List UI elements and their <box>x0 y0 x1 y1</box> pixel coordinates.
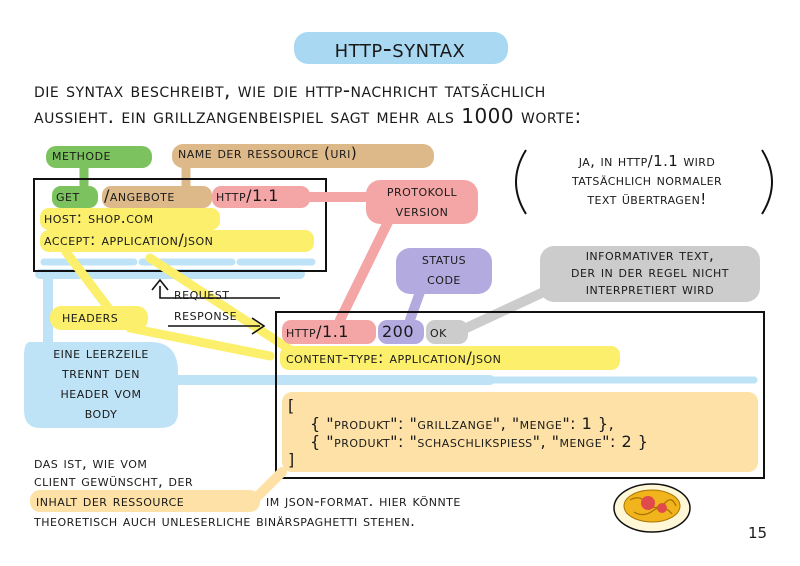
body-line: [ <box>288 396 295 415</box>
headers-connector <box>61 247 305 361</box>
label-status: Status <box>421 250 467 268</box>
resp-reason-highlight <box>426 320 468 344</box>
resp-version-highlight <box>282 320 376 344</box>
label-response: Response <box>174 306 238 324</box>
label-leerzeile-2: trennt den <box>62 364 140 382</box>
label-version: Version <box>395 202 449 220</box>
footer-highlight: Inhalt der Ressource <box>36 492 185 510</box>
page-number: 15 <box>748 524 768 542</box>
body-line: { "Produkt": "Schaschlikspieß", "Menge":… <box>310 432 649 451</box>
response-box <box>275 311 765 479</box>
intro-line-2: aussieht. Ein Grillzangenbeispiel sagt m… <box>34 104 582 128</box>
footer-line-4: theoretisch auch unleserliche Binärspagh… <box>34 512 416 530</box>
request-box <box>33 178 327 272</box>
request-arrow <box>159 286 280 299</box>
footer-line-1: Das ist, wie vom <box>34 454 148 472</box>
label-leerzeile-1: Eine Leerzeile <box>53 344 149 362</box>
response-content-type: Content-Type: application/json <box>286 348 502 367</box>
title-highlight <box>294 32 508 64</box>
response-reason: OK <box>430 322 447 341</box>
uri-highlight <box>102 186 212 208</box>
request-version: HTTP/1.1 <box>216 186 279 205</box>
label-informativ-1: Informativer Text, <box>585 246 715 264</box>
aside-paren-right <box>761 149 773 215</box>
label-leerzeile-4: Body <box>84 404 118 422</box>
resp-status-highlight <box>378 320 424 344</box>
request-method: GET <box>56 186 80 205</box>
label-leerzeile-3: Header vom <box>60 384 142 402</box>
footer-line-3: im JSON-Format. Hier könnte <box>266 492 461 510</box>
aside-line: tatsächlich normaler <box>571 171 723 189</box>
label-code: Code <box>427 270 461 288</box>
protokoll-highlight <box>366 180 478 224</box>
methode-highlight <box>46 146 152 168</box>
aside-line: Ja, in HTTP/1.1 wird <box>578 152 716 170</box>
label-protokoll: Protokoll <box>386 182 458 200</box>
content-type-highlight <box>280 346 620 370</box>
aside-paren-left <box>515 149 527 215</box>
body-line: { "Produkt": "Grillzange", "Menge": 1 }, <box>310 414 615 433</box>
informativ-connector <box>457 285 553 335</box>
leerzeile-bubble <box>24 342 178 428</box>
request-accept-header: Accept: application/json <box>44 230 214 249</box>
aside-note: Ja, in HTTP/1.1 wird tatsächlich normale… <box>520 152 774 209</box>
request-uri: /angebote <box>104 186 175 205</box>
spaghetti-plate <box>613 483 691 533</box>
response-arrowhead <box>251 317 266 335</box>
host-highlight <box>40 208 220 230</box>
status-highlight <box>396 248 492 294</box>
request-arrowhead <box>151 278 169 291</box>
inhalt-highlight <box>30 490 260 512</box>
ressource-highlight <box>172 144 434 168</box>
footer-line-2: Client gewünscht, der <box>34 472 194 490</box>
aside-line: Text übertragen! <box>587 190 707 208</box>
body-line: ] <box>288 450 295 469</box>
intro-line-1: Die Syntax beschreibt, wie die HTTP-Nach… <box>34 78 546 102</box>
status-connector <box>405 287 425 325</box>
label-ressource: Name der Ressource (URI) <box>178 144 358 162</box>
label-informativ-3: interpretiert wird <box>585 280 715 298</box>
accept-highlight <box>40 230 314 252</box>
page-title: HTTP-Syntax <box>334 34 466 63</box>
request-host-header: Host: shop.com <box>44 208 154 227</box>
get-highlight <box>52 186 98 208</box>
response-version: HTTP/1.1 <box>286 322 349 341</box>
label-methode: Methode <box>52 146 112 164</box>
label-headers: Headers <box>62 308 119 326</box>
version-highlight <box>212 186 310 208</box>
body-highlight <box>282 392 758 472</box>
label-informativ-2: der in der Regel nicht <box>570 263 729 281</box>
response-status-code: 200 <box>382 322 415 341</box>
label-request: Request <box>174 285 230 303</box>
informativ-highlight <box>540 246 760 302</box>
headers-highlight <box>50 306 148 330</box>
protokoll-connector <box>335 217 393 325</box>
